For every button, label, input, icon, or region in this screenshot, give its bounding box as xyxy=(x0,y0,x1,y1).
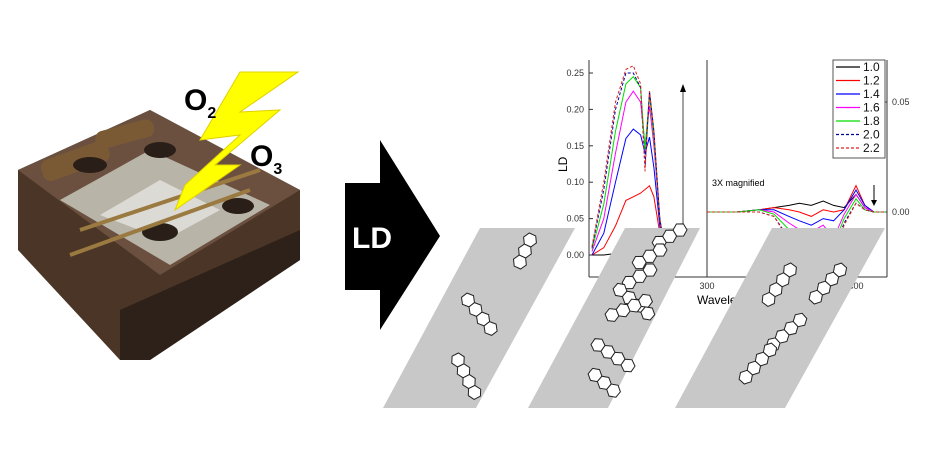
legend-label: 1.0 xyxy=(863,60,880,74)
benzene-ring xyxy=(512,254,527,270)
right-y-tick-label: 0.05 xyxy=(892,97,910,107)
benzene-ring xyxy=(738,369,753,385)
decrease-arrowhead-right xyxy=(871,200,877,206)
magnified-annotation: 3X magnified xyxy=(712,178,765,188)
y-tick-label: 0.05 xyxy=(566,214,584,224)
series-line-right-1.4 xyxy=(707,189,886,226)
benzene-ring xyxy=(631,255,647,270)
y-tick-label: 0.10 xyxy=(566,177,584,187)
benzene-ring xyxy=(761,291,776,307)
x-tick-label: 400 xyxy=(848,281,863,291)
y-tick-label: 0.25 xyxy=(566,68,584,78)
benzene-ring xyxy=(483,321,498,336)
legend-label: 1.4 xyxy=(863,87,880,101)
legend-label: 2.2 xyxy=(863,141,880,155)
legend: 1.01.21.41.61.82.02.2 xyxy=(832,59,886,159)
series-line-left-2.2 xyxy=(591,65,672,256)
o2-label: O2 xyxy=(184,84,216,122)
film-isotropic xyxy=(383,228,575,408)
film-stretched xyxy=(528,223,700,408)
process-arrow xyxy=(345,140,440,330)
lightning-bolt-icon xyxy=(173,71,300,212)
y-tick-label: 0.15 xyxy=(566,141,584,151)
y-axis-label: LD xyxy=(556,156,570,172)
ld-arrow-label: LD xyxy=(352,222,392,255)
benzene-ring xyxy=(467,384,482,400)
benzene-ring xyxy=(638,293,653,308)
y-tick-label: 0.20 xyxy=(566,104,584,114)
increase-arrowhead xyxy=(680,84,686,92)
x-tick-label: 300 xyxy=(699,281,714,291)
legend-label: 2.0 xyxy=(863,128,880,142)
o3-label: O3 xyxy=(250,140,282,178)
y-tick-label: 0.00 xyxy=(566,250,584,260)
series-line-right-2.2 xyxy=(707,202,886,257)
legend-label: 1.2 xyxy=(863,74,880,88)
legend-label: 1.8 xyxy=(863,114,880,128)
benzene-ring xyxy=(808,289,823,305)
right-y-tick-label: 0.00 xyxy=(892,207,910,217)
benzene-ring xyxy=(620,358,636,373)
benzene-ring xyxy=(606,383,621,398)
legend-label: 1.6 xyxy=(863,101,880,115)
film-aligned xyxy=(675,228,885,408)
